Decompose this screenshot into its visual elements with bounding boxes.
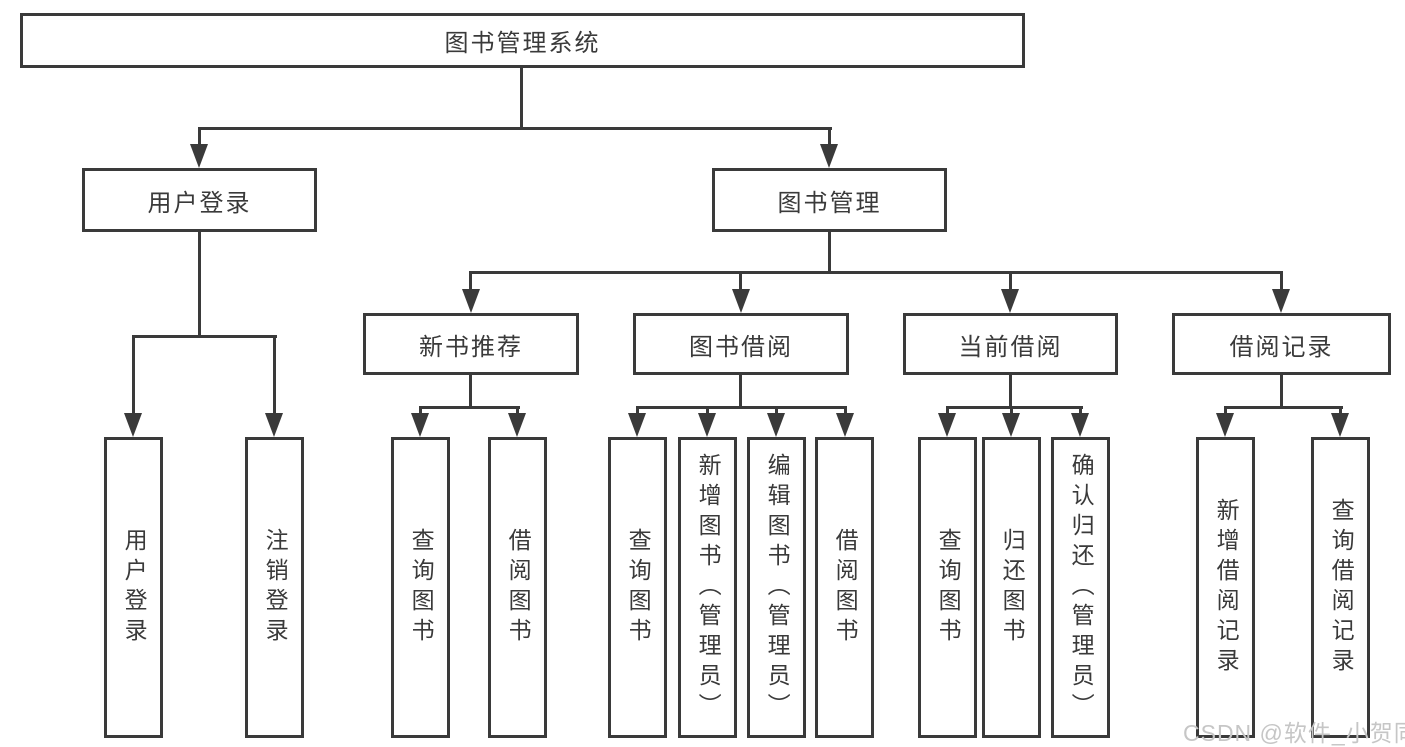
leaf-return-books: 归还图书 bbox=[982, 437, 1041, 738]
arrowhead-down bbox=[1216, 413, 1234, 437]
node-label: 新增图书（管理员） bbox=[695, 452, 722, 723]
connector-line bbox=[273, 335, 276, 417]
arrowhead-down bbox=[124, 413, 142, 437]
node-label: 用户登录 bbox=[121, 527, 148, 648]
arrowhead-down bbox=[1331, 413, 1349, 437]
node-label: 查询图书 bbox=[408, 527, 435, 648]
node-label: 图书管理系统 bbox=[444, 30, 601, 57]
connector-line bbox=[516, 406, 519, 418]
node-label: 图书管理 bbox=[777, 189, 882, 217]
connector-line bbox=[198, 127, 832, 130]
arrowhead-down bbox=[1002, 413, 1020, 437]
node-borrowing-records: 借阅记录 bbox=[1172, 313, 1391, 375]
leaf-borrow-books-under-borrowing: 借阅图书 bbox=[815, 437, 874, 738]
connector-line bbox=[828, 232, 831, 274]
arrowhead-down bbox=[462, 289, 480, 313]
node-label: 查询图书 bbox=[625, 527, 652, 648]
arrowhead-down bbox=[698, 413, 716, 437]
node-label: 借阅记录 bbox=[1229, 333, 1334, 361]
arrowhead-down bbox=[508, 413, 526, 437]
connector-line bbox=[1009, 375, 1012, 409]
node-label: 图书借阅 bbox=[689, 333, 793, 361]
connector-line bbox=[828, 127, 831, 150]
leaf-add-borrowing-record: 新增借阅记录 bbox=[1196, 437, 1255, 738]
arrowhead-down bbox=[767, 413, 785, 437]
node-book-borrowing: 图书借阅 bbox=[633, 313, 849, 375]
arrowhead-down bbox=[836, 413, 854, 437]
connector-line bbox=[469, 375, 472, 409]
connector-line bbox=[1224, 406, 1343, 409]
arrowhead-down bbox=[628, 413, 646, 437]
arrowhead-down bbox=[1272, 289, 1290, 313]
arrowhead-down bbox=[820, 144, 838, 168]
connector-line bbox=[1009, 271, 1012, 292]
connector-line bbox=[946, 406, 1083, 409]
leaf-query-borrowing-record: 查询借阅记录 bbox=[1311, 437, 1370, 738]
leaf-add-books-admin: 新增图书（管理员） bbox=[678, 437, 737, 738]
connector-line bbox=[775, 406, 778, 418]
connector-line bbox=[706, 406, 709, 418]
connector-line bbox=[1010, 406, 1013, 418]
node-label: 注销登录 bbox=[262, 527, 289, 648]
leaf-query-books-under-recommendation: 查询图书 bbox=[391, 437, 450, 738]
arrowhead-down bbox=[411, 413, 429, 437]
leaf-logout: 注销登录 bbox=[245, 437, 304, 738]
arrowhead-down bbox=[938, 413, 956, 437]
connector-line bbox=[419, 406, 422, 418]
connector-line bbox=[198, 232, 201, 338]
connector-line bbox=[1079, 406, 1082, 418]
connector-line bbox=[739, 271, 742, 292]
leaf-query-books-under-borrowing: 查询图书 bbox=[608, 437, 667, 738]
node-book-management: 图书管理 bbox=[712, 168, 947, 232]
node-label: 查询图书 bbox=[935, 527, 962, 648]
node-label: 用户登录 bbox=[147, 189, 252, 217]
connector-line bbox=[132, 335, 277, 338]
connector-line bbox=[198, 127, 201, 150]
connector-line bbox=[636, 406, 847, 409]
connector-line bbox=[1339, 406, 1342, 418]
leaf-query-books-under-current: 查询图书 bbox=[918, 437, 977, 738]
arrowhead-down bbox=[190, 144, 208, 168]
connector-line bbox=[946, 406, 949, 418]
connector-line bbox=[636, 406, 639, 418]
node-label: 归还图书 bbox=[999, 527, 1026, 648]
arrowhead-down bbox=[732, 289, 750, 313]
leaf-borrow-books-under-recommendation: 借阅图书 bbox=[488, 437, 547, 738]
node-label: 编辑图书（管理员） bbox=[764, 452, 791, 723]
node-library-management-system: 图书管理系统 bbox=[20, 13, 1025, 68]
node-label: 新书推荐 bbox=[419, 333, 523, 361]
node-label: 借阅图书 bbox=[505, 527, 532, 648]
node-label: 当前借阅 bbox=[958, 333, 1063, 361]
node-label: 查询借阅记录 bbox=[1328, 497, 1355, 678]
node-current-borrowing: 当前借阅 bbox=[903, 313, 1118, 375]
csdn-watermark: CSDN @软件_小贺同学 bbox=[1183, 720, 1405, 746]
arrowhead-down bbox=[1071, 413, 1089, 437]
connector-line bbox=[419, 406, 520, 409]
arrowhead-down bbox=[1001, 289, 1019, 313]
connector-line bbox=[132, 335, 135, 417]
connector-line bbox=[1280, 375, 1283, 409]
leaf-user-login: 用户登录 bbox=[104, 437, 163, 738]
node-label: 新增借阅记录 bbox=[1213, 497, 1240, 678]
connector-line bbox=[469, 271, 472, 292]
leaf-edit-books-admin: 编辑图书（管理员） bbox=[747, 437, 806, 738]
connector-line bbox=[739, 375, 742, 409]
node-new-book-recommendation: 新书推荐 bbox=[363, 313, 579, 375]
connector-line bbox=[844, 406, 847, 418]
connector-line bbox=[1224, 406, 1227, 418]
connector-line bbox=[1280, 271, 1283, 292]
connector-line bbox=[520, 68, 523, 129]
node-label: 确认归还（管理员） bbox=[1068, 452, 1095, 723]
node-user-login: 用户登录 bbox=[82, 168, 317, 232]
node-label: 借阅图书 bbox=[832, 527, 859, 648]
connector-line bbox=[469, 271, 1283, 274]
leaf-confirm-return-admin: 确认归还（管理员） bbox=[1051, 437, 1110, 738]
arrowhead-down bbox=[265, 413, 283, 437]
